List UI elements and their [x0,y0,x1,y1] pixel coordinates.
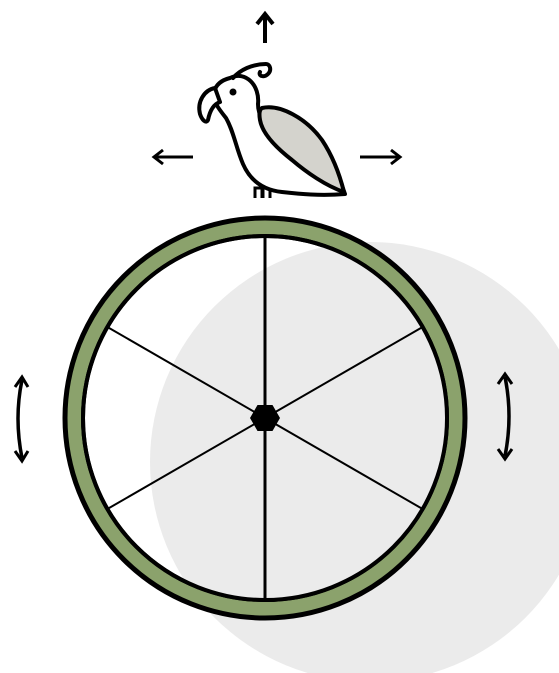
arrow-left-icon [154,150,193,164]
arrow-right-icon [360,150,400,164]
bird-beak [199,88,220,122]
bird-eye [230,89,237,96]
cockatoo-icon [199,64,345,198]
arrow-up-down-left-icon [15,377,28,461]
arrow-up-icon [257,14,273,43]
